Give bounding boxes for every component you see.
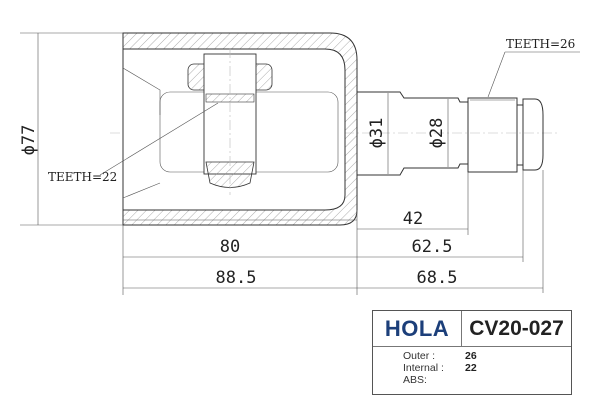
tripod-roller: [187, 48, 273, 195]
dimension-lines: [20, 32, 580, 295]
spec-row-abs: ABS:: [403, 374, 427, 386]
spline-section: [467, 97, 518, 173]
outer-diameter-label: ϕ77: [19, 125, 39, 156]
teeth-26-leader: [487, 51, 506, 98]
brand-logo: HOLA: [373, 311, 462, 346]
shaft-diameter-31-label: ϕ31: [367, 118, 387, 149]
dim-80: 80: [220, 237, 240, 257]
outer-teeth-label: TEETH=26: [506, 37, 575, 51]
title-block: HOLA CV20-027 Outer :26 Internal :22 ABS…: [372, 310, 572, 395]
dim-62-5: 62.5: [412, 237, 453, 257]
part-number: CV20-027: [469, 316, 564, 340]
stub-shaft: [357, 91, 544, 176]
shaft-diameter-28-label: ϕ28: [427, 118, 447, 149]
inner-teeth-label: TEETH=22: [48, 170, 117, 184]
spec-row-internal: Internal :22: [403, 362, 477, 374]
teeth-22-leader: [99, 102, 219, 176]
dim-42: 42: [403, 209, 423, 229]
dim-88-5: 88.5: [216, 268, 257, 288]
spec-row-outer: Outer :26: [403, 350, 477, 362]
dim-68-5: 68.5: [417, 268, 458, 288]
